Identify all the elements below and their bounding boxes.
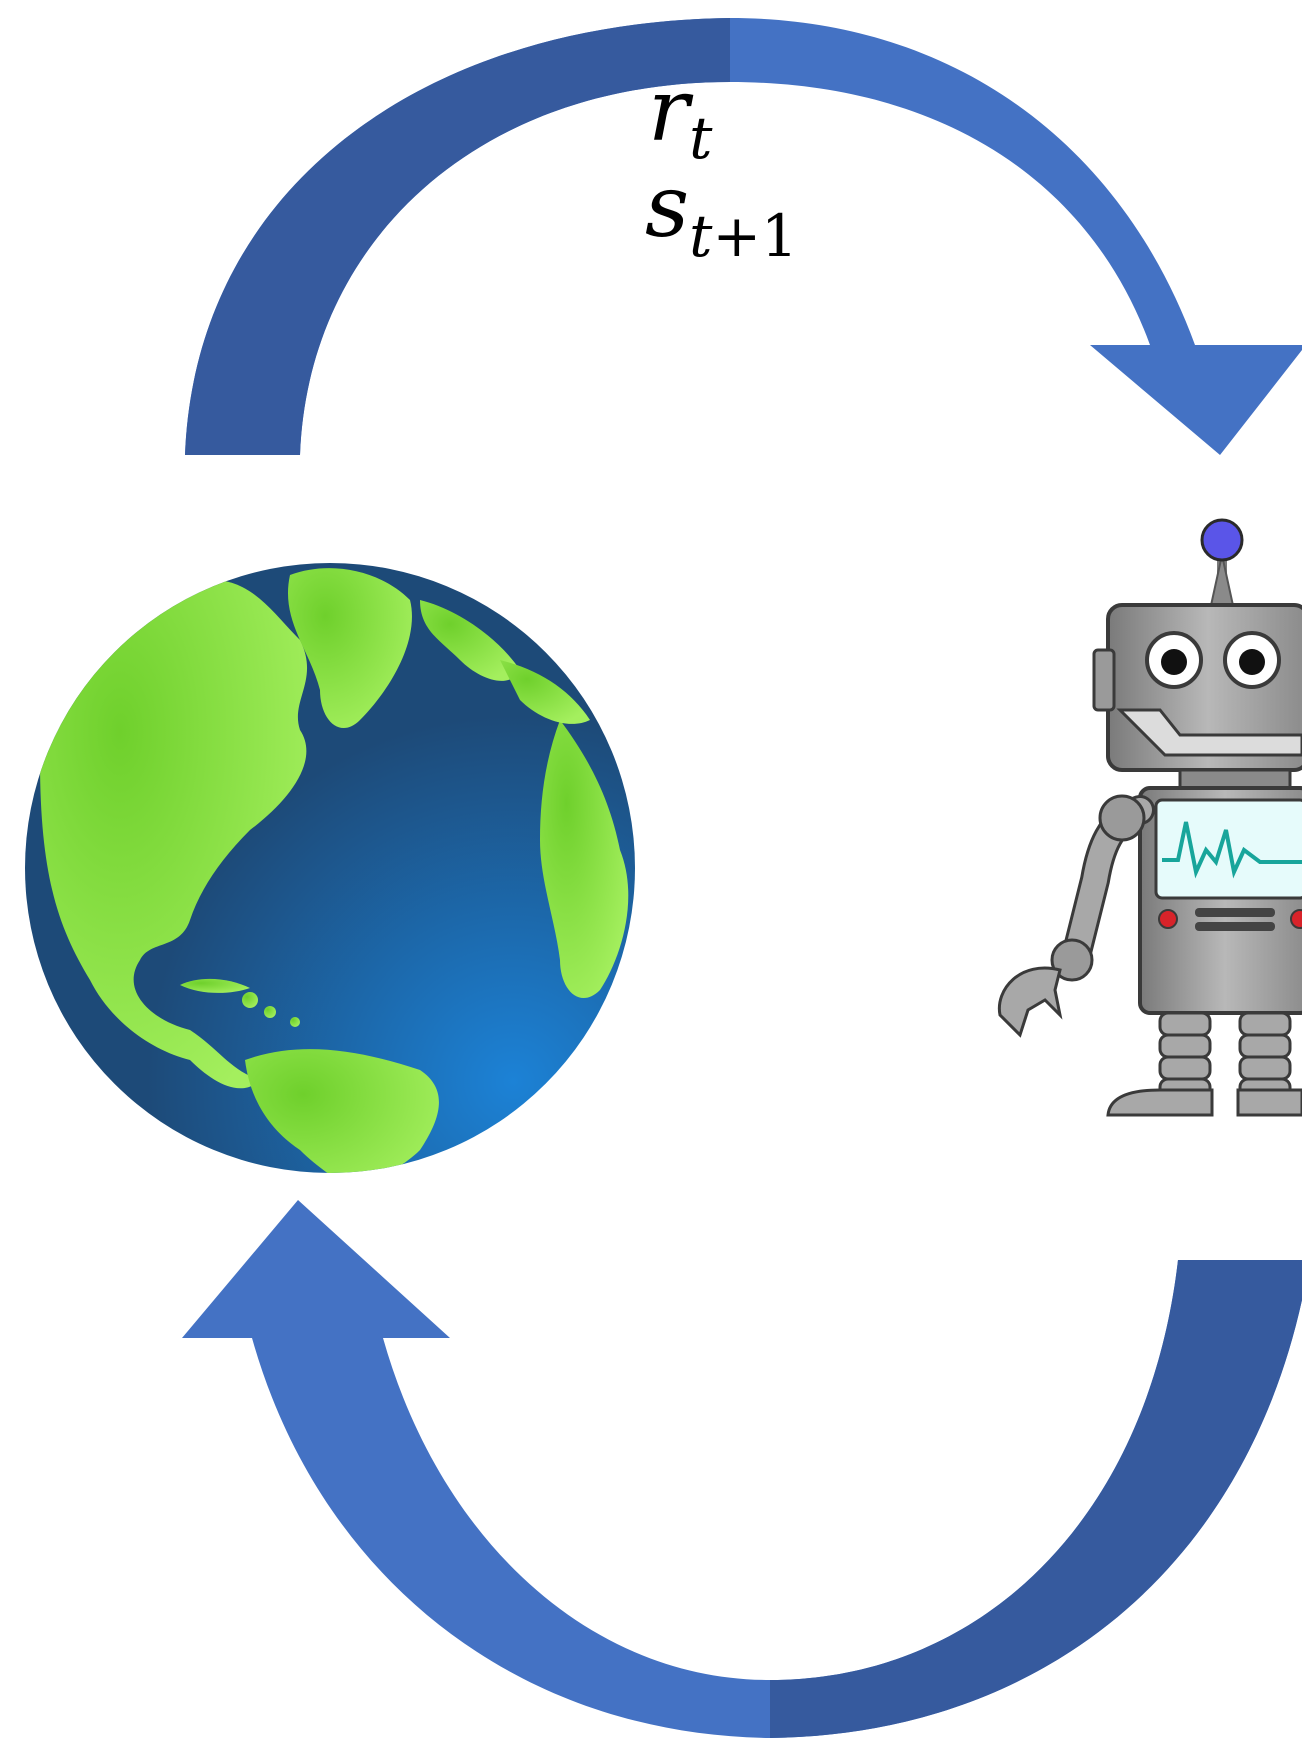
top-arrow	[185, 18, 1302, 455]
reward-subscript: t	[689, 104, 713, 172]
bottom-arrow	[182, 1200, 1302, 1738]
next-state-label: st+1	[645, 157, 798, 270]
antenna-ball	[1200, 518, 1244, 562]
bottom-arrow-shade	[770, 1260, 1302, 1738]
state-symbol: s	[645, 157, 689, 257]
state-subscript-var: t	[689, 202, 713, 270]
reward-symbol: r	[648, 61, 694, 161]
reward-label: rt	[648, 61, 713, 172]
earth-globe-icon	[25, 563, 635, 1173]
top-arrow-shade	[185, 18, 730, 455]
transition-labels: rt st+1	[645, 61, 798, 270]
robot-icon	[997, 518, 1302, 1117]
state-subscript-rest: +1	[712, 202, 798, 270]
